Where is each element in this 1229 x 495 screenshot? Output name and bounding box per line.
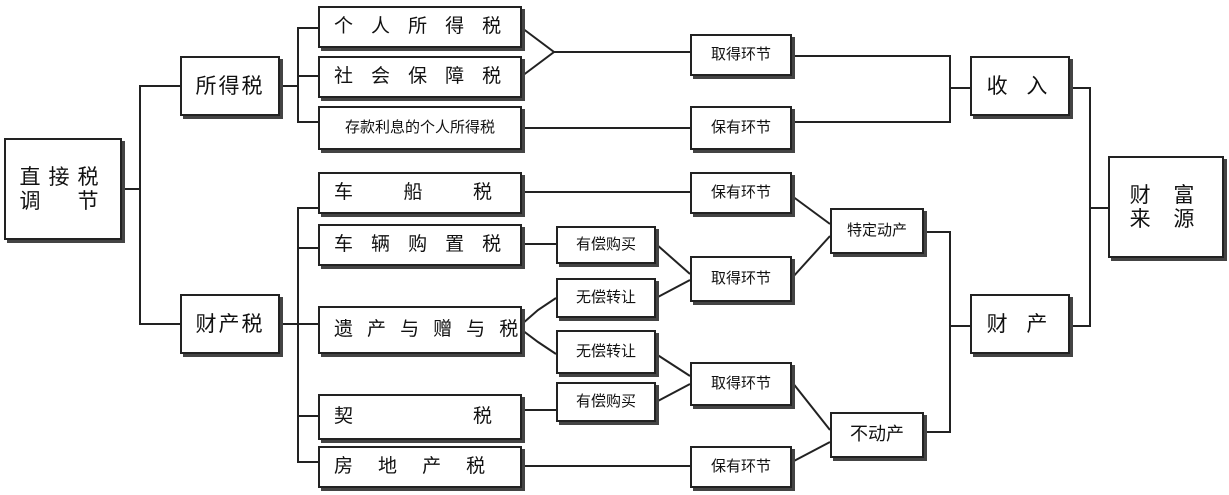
- connector-immovable-property: [924, 326, 951, 433]
- connector-root-property: [139, 189, 180, 325]
- paid-purchase-box-2: 有偿购买: [556, 382, 656, 422]
- connector-income-final: [1070, 87, 1108, 209]
- movable-asset-box: 特定动产: [830, 208, 924, 254]
- connector-acquire1-income: [792, 55, 970, 89]
- property-tax-box: 财产税: [180, 294, 280, 354]
- deposit-interest-tax-box: 存款利息的个人所得税: [318, 106, 522, 150]
- acquire-stage-box-3: 取得环节: [690, 362, 792, 406]
- free-transfer-box-2: 无偿转让: [556, 330, 656, 374]
- root-line-2: 调 节: [19, 189, 107, 213]
- social-security-tax-box: 社 会 保 障 税: [318, 56, 522, 98]
- root-line-1: 直接税: [19, 164, 107, 189]
- income-outcome-box: 收 入: [970, 56, 1070, 116]
- connector-paid1-acquire2: [655, 243, 691, 275]
- personal-income-tax-box: 个 人 所 得 税: [318, 6, 522, 48]
- connector-inherit-free2: [521, 329, 557, 355]
- paid-purchase-box-1: 有偿购买: [556, 226, 656, 264]
- connector-property-deed: [297, 324, 318, 417]
- connector-acquire2-movable: [791, 235, 831, 279]
- connector-income-branch: [280, 27, 318, 87]
- real-estate-tax-box: 房 地 产 税: [318, 446, 522, 488]
- connector-property-branch: [280, 207, 318, 325]
- hold-stage-box-1: 保有环节: [690, 106, 792, 150]
- connector-hold3-immovable: [791, 441, 831, 463]
- immovable-asset-box: 不动产: [830, 412, 924, 458]
- final-line-1: 财 富: [1129, 182, 1203, 207]
- acquire-stage-box-1: 取得环节: [690, 34, 792, 76]
- acquire-stage-box-2: 取得环节: [690, 256, 792, 302]
- connector-property-final: [1070, 208, 1091, 327]
- connector-merge-income: [521, 27, 556, 77]
- income-tax-box: 所得税: [180, 56, 280, 116]
- vehicle-vessel-char-1: 车: [334, 181, 354, 204]
- inheritance-gift-tax-box: 遗 产 与 赠 与 税: [318, 306, 522, 354]
- final-line-2: 来 源: [1129, 207, 1203, 231]
- deed-tax-box: 契 税: [318, 394, 522, 440]
- connector-inherit-free1: [521, 297, 557, 325]
- connector-income-deposit: [297, 86, 318, 123]
- connector-income-social: [297, 75, 318, 86]
- hold-stage-box-3: 保有环节: [690, 446, 792, 488]
- connector-free1-acquire2: [655, 279, 691, 299]
- connector-property-realestate: [297, 416, 318, 463]
- deed-char-2: 税: [472, 405, 492, 428]
- connector-acquire3-immovable: [791, 381, 831, 431]
- vehicle-vessel-char-2: 船: [403, 181, 423, 204]
- connector-hold2-movable: [791, 195, 831, 225]
- connector-hold1-income: [792, 88, 951, 123]
- free-transfer-box-1: 无偿转让: [556, 278, 656, 318]
- connector-paid2-acquire3: [655, 383, 691, 403]
- vehicle-purchase-tax-box: 车 辆 购 置 税: [318, 224, 522, 266]
- final-box: 财 富 来 源: [1108, 156, 1224, 258]
- hold-stage-box-2: 保有环节: [690, 172, 792, 214]
- vehicle-vessel-char-3: 税: [472, 181, 492, 204]
- deed-char-1: 契: [334, 405, 354, 428]
- connector-root-branch: [122, 85, 180, 190]
- vehicle-vessel-tax-box: 车 船 税: [318, 172, 522, 214]
- property-outcome-box: 财 产: [970, 294, 1070, 354]
- connector-free2-acquire3: [655, 353, 691, 377]
- root-box: 直接税 调 节: [4, 138, 122, 240]
- connector-movable-property: [924, 231, 970, 327]
